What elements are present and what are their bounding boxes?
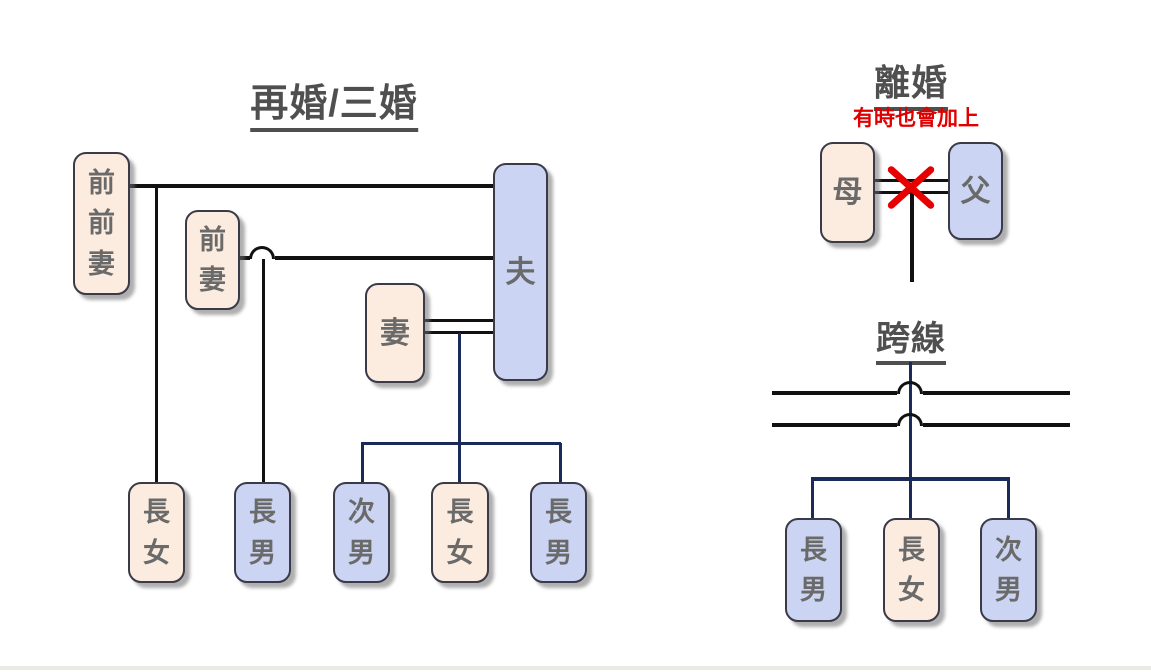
child-line-crossing-eldest-son xyxy=(810,478,814,518)
node-ex-ex-wife-label: 前前妻 xyxy=(88,167,115,279)
marriage-line-ex-ex-wife xyxy=(128,184,494,188)
node-crossing-eldest-daughter-label: 長女 xyxy=(898,534,925,606)
sibling-bar-right xyxy=(810,477,1010,481)
crossing-hline-1-left xyxy=(772,391,897,395)
divorce-descent-line xyxy=(910,193,914,282)
node-eldest-son-1: 長男 xyxy=(234,482,291,583)
node-father-label: 父 xyxy=(960,174,991,208)
child-line-crossing-second-son xyxy=(1006,478,1010,518)
line-hop-icon xyxy=(249,245,275,259)
node-husband: 夫 xyxy=(493,163,548,381)
descent-line-current-marriage xyxy=(457,333,461,482)
marriage-double-line-top xyxy=(424,318,494,322)
child-line-eldest-son-2 xyxy=(558,443,562,482)
crossing-hline-2-right xyxy=(923,423,1070,427)
node-eldest-daughter-2-label: 長女 xyxy=(446,497,474,568)
node-wife-label: 妻 xyxy=(380,316,410,350)
marriage-line-ex-wife-left xyxy=(240,256,250,260)
node-crossing-eldest-daughter: 長女 xyxy=(883,518,940,622)
crossing-descent-line xyxy=(908,362,912,518)
node-husband-label: 夫 xyxy=(505,255,536,289)
node-second-son-label: 次男 xyxy=(348,497,375,568)
node-eldest-daughter-1: 長女 xyxy=(128,482,185,583)
node-eldest-son-2: 長男 xyxy=(530,482,587,583)
bottom-artifact-strip xyxy=(0,666,1151,670)
child-line-eldest-daughter-1 xyxy=(154,186,158,482)
node-eldest-son-1-label: 長男 xyxy=(249,497,276,568)
child-line-second-son xyxy=(360,443,364,482)
node-ex-wife: 前妻 xyxy=(185,210,240,310)
node-crossing-second-son: 次男 xyxy=(980,518,1037,622)
node-crossing-second-son-label: 次男 xyxy=(995,534,1022,606)
node-father: 父 xyxy=(948,142,1003,240)
divorce-note: 有時也會加上 xyxy=(853,107,979,130)
node-crossing-eldest-son-label: 長男 xyxy=(800,534,827,606)
marriage-double-line-bottom xyxy=(424,330,494,334)
crossing-hline-2-left xyxy=(772,423,897,427)
node-wife: 妻 xyxy=(365,283,425,383)
remarriage-title: 再婚/三婚 xyxy=(250,72,418,132)
node-ex-ex-wife: 前前妻 xyxy=(73,152,130,295)
crossing-hline-1-right xyxy=(923,391,1070,395)
divorce-double-line-top xyxy=(875,178,948,182)
node-eldest-son-2-label: 長男 xyxy=(545,497,572,568)
child-line-eldest-son-1 xyxy=(261,259,265,482)
node-mother: 母 xyxy=(820,142,875,243)
crossing-title: 跨線 xyxy=(876,311,946,365)
divorce-title: 離婚 xyxy=(873,54,949,111)
node-second-son: 次男 xyxy=(333,482,390,583)
node-eldest-daughter-2: 長女 xyxy=(431,482,489,583)
line-hop-icon xyxy=(897,380,923,394)
node-crossing-eldest-son: 長男 xyxy=(785,518,842,622)
node-ex-wife-label: 前妻 xyxy=(199,224,226,296)
line-hop-icon xyxy=(897,412,923,426)
marriage-line-ex-wife-right xyxy=(275,256,493,260)
node-eldest-daughter-1-label: 長女 xyxy=(143,497,170,568)
node-mother-label: 母 xyxy=(832,176,863,209)
sibling-bar-left xyxy=(360,441,561,445)
